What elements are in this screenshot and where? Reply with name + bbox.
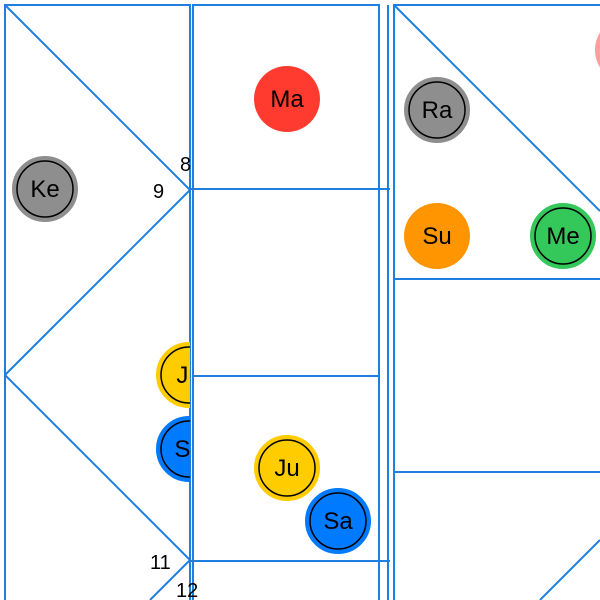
planet-circle	[305, 488, 371, 554]
left-panel-frame	[4, 4, 191, 600]
planet-circle	[12, 156, 78, 222]
middle-panel-frame	[192, 4, 380, 600]
planet-marker-middle-ma: Ma	[254, 66, 320, 132]
planet-marker-right-ra: Ra	[404, 77, 470, 143]
planet-inner-ring	[258, 439, 316, 497]
planet-label: Ju	[176, 362, 201, 389]
planet-label: Ma	[270, 86, 304, 113]
planet-inner-ring	[408, 81, 466, 139]
right-diagonal-lower	[539, 539, 600, 600]
house-number-11: 11	[150, 552, 171, 574]
planet-label: Me	[546, 223, 579, 250]
planet-marker-left-ke: Ke	[12, 156, 78, 222]
planet-label: Ju	[274, 455, 299, 482]
planet-circle	[254, 435, 320, 501]
planet-inner-ring	[160, 420, 190, 478]
planet-marker-right-me: Me	[530, 203, 596, 269]
planet-marker-right-partial	[595, 32, 600, 68]
right-diagonal-upper	[393, 4, 600, 212]
house-number-12: 12	[176, 580, 198, 600]
planet-circle	[530, 203, 596, 269]
planet-label: Su	[422, 223, 451, 250]
planet-circle	[156, 416, 190, 482]
right-panel-frame	[393, 4, 600, 600]
planet-label: Sa	[323, 508, 353, 535]
planet-marker-middle-sa: Sa	[305, 488, 371, 554]
house-number-9: 9	[153, 181, 164, 203]
planet-marker-left-sa: Sa	[156, 416, 204, 482]
planet-circle	[595, 32, 600, 68]
planet-inner-ring	[16, 160, 74, 218]
planet-marker-left-ju: Ju	[156, 342, 201, 408]
planet-circle	[404, 203, 470, 269]
planet-circle	[254, 66, 320, 132]
planet-marker-right-su: Su	[404, 203, 470, 269]
planet-inner-ring	[534, 207, 592, 265]
planet-circle	[156, 342, 190, 408]
planet-label: Sa	[174, 436, 204, 463]
planet-inner-ring	[160, 346, 190, 404]
planet-marker-middle-ju: Ju	[254, 435, 320, 501]
planet-label: Ra	[422, 97, 453, 124]
planet-label: Ke	[30, 176, 59, 203]
planet-inner-ring	[309, 492, 367, 550]
planet-circle	[404, 77, 470, 143]
chart-lines	[4, 4, 600, 600]
house-number-8: 8	[180, 154, 191, 176]
